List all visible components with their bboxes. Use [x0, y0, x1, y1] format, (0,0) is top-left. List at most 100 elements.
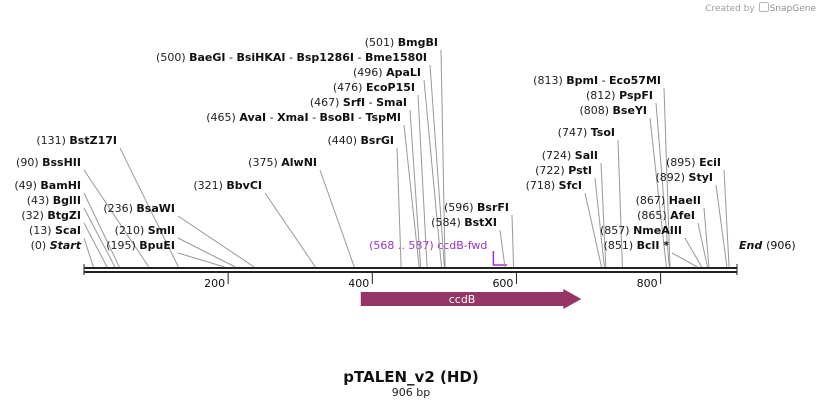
site-label-part: SalI: [575, 149, 598, 162]
site-label-part: (865): [637, 209, 670, 222]
site-leader: [703, 207, 710, 268]
site-label-part: SrfI: [343, 96, 365, 109]
site-label-part: (584): [431, 216, 464, 229]
site-label-part: TspMI: [365, 111, 401, 124]
site-leader: [83, 192, 120, 268]
site-label-part: BclI *: [637, 239, 670, 252]
site-label-part: BaeGI: [189, 51, 225, 64]
site-label: (812) PspFI: [586, 89, 653, 102]
site-leader: [499, 229, 506, 268]
site-label-part: BsoBI: [320, 111, 355, 124]
site-label-part: (812): [586, 89, 619, 102]
site-label-part: (32): [21, 209, 47, 222]
site-leader: [617, 139, 623, 268]
site-label: (500) BaeGI - BsiHKAI - Bsp1286I - Bme15…: [156, 51, 427, 64]
site-label: (813) BpmI - Eco57MI: [533, 74, 661, 87]
site-label-part: Eco57MI: [609, 74, 661, 87]
credit-prefix: Created by: [705, 4, 755, 14]
site-label: (857) NmeAIII: [600, 224, 682, 237]
site-label: (43) BglII: [27, 194, 81, 207]
site-label-part: (131): [36, 134, 69, 147]
site-leader: [83, 222, 108, 268]
site-label-part: (500): [156, 51, 189, 64]
site-label-part: BpuEI: [139, 239, 175, 252]
site-leader: [511, 214, 515, 268]
site-leader: [671, 252, 698, 268]
site-label-part: TsoI: [591, 126, 615, 139]
site-label-part: Bme1580I: [365, 51, 427, 64]
primer-ccdb-fwd-label: (568 .. 587) ccdB-fwd: [369, 239, 487, 252]
site-label-part: HaeII: [669, 194, 701, 207]
site-label: (321) BbvCI: [193, 179, 262, 192]
site-label: (49) BamHI: [14, 179, 81, 192]
site-leader: [409, 109, 422, 268]
map-title: pTALEN_v2 (HD): [343, 368, 479, 386]
site-label: (895) EciI: [666, 156, 721, 169]
site-label-part: (724): [542, 149, 575, 162]
ruler-tick-label: 400: [348, 277, 369, 290]
site-label-part: (465): [206, 111, 239, 124]
site-label-part: EciI: [699, 156, 721, 169]
site-label-part: EcoP15I: [366, 81, 415, 94]
site-leader: [119, 147, 179, 268]
site-label-part: -: [266, 111, 277, 124]
site-label-part: BstZ17I: [69, 134, 117, 147]
ruler-tick-label: 200: [204, 277, 225, 290]
site-label: (236) BsaWI: [103, 202, 175, 215]
site-label-part: (13): [29, 224, 55, 237]
site-label-part: (90): [16, 156, 42, 169]
site-leader: [177, 252, 225, 268]
site-label-part: AvaI: [239, 111, 266, 124]
site-label-part: -: [355, 111, 366, 124]
site-label-part: BseYI: [613, 104, 647, 117]
site-label-part: -: [286, 51, 297, 64]
site-label-part: (375): [248, 156, 281, 169]
site-label: (496) ApaLI: [353, 66, 421, 79]
site-label: End (906): [739, 239, 796, 252]
site-label: (596) BsrFI: [444, 201, 509, 214]
site-label-part: (857): [600, 224, 633, 237]
site-label-part: PspFI: [619, 89, 653, 102]
site-leader: [403, 124, 420, 268]
site-leader: [423, 79, 442, 268]
site-leader: [83, 207, 116, 268]
site-label-part: StyI: [689, 171, 713, 184]
feature-ccdb-label: ccdB: [449, 293, 476, 306]
site-label-part: (813): [533, 74, 566, 87]
site-label: (90) BssHII: [16, 156, 81, 169]
site-label-part: BssHII: [42, 156, 81, 169]
snapgene-credit: Created by SnapGene: [705, 2, 816, 14]
site-label-part: (851): [604, 239, 637, 252]
site-leader: [396, 147, 402, 268]
site-label-part: BbvCI: [226, 179, 262, 192]
site-leader: [649, 117, 667, 268]
site-leader: [417, 94, 428, 268]
site-label-part: BglII: [53, 194, 81, 207]
site-leader: [655, 102, 670, 268]
site-leader: [584, 192, 602, 268]
site-label-part: SmaI: [376, 96, 407, 109]
site-label-part: (496): [353, 66, 386, 79]
site-label-part: -: [365, 96, 376, 109]
site-label: (465) AvaI - XmaI - BsoBI - TspMI: [206, 111, 401, 124]
site-label: (0) Start: [31, 239, 82, 252]
site-label-part: (49): [14, 179, 40, 192]
site-leader: [177, 237, 236, 268]
site-label-part: (236): [103, 202, 136, 215]
site-label-part: BsrGI: [361, 134, 394, 147]
site-label-part: BtgZI: [47, 209, 81, 222]
site-label-part: BmgBI: [398, 36, 438, 49]
site-label-part: -: [226, 51, 237, 64]
site-label-part: (0): [31, 239, 50, 252]
site-leader: [264, 192, 316, 268]
site-label: (718) SfcI: [526, 179, 582, 192]
site-label-part: (596): [444, 201, 477, 214]
site-label-part: BamHI: [40, 179, 81, 192]
ruler-tick-label: 600: [492, 277, 513, 290]
site-leader: [319, 169, 355, 268]
site-leader: [723, 169, 730, 268]
site-label-part: NmeAIII: [633, 224, 682, 237]
site-label-part: (722): [535, 164, 568, 177]
site-label-part: AfeI: [670, 209, 695, 222]
